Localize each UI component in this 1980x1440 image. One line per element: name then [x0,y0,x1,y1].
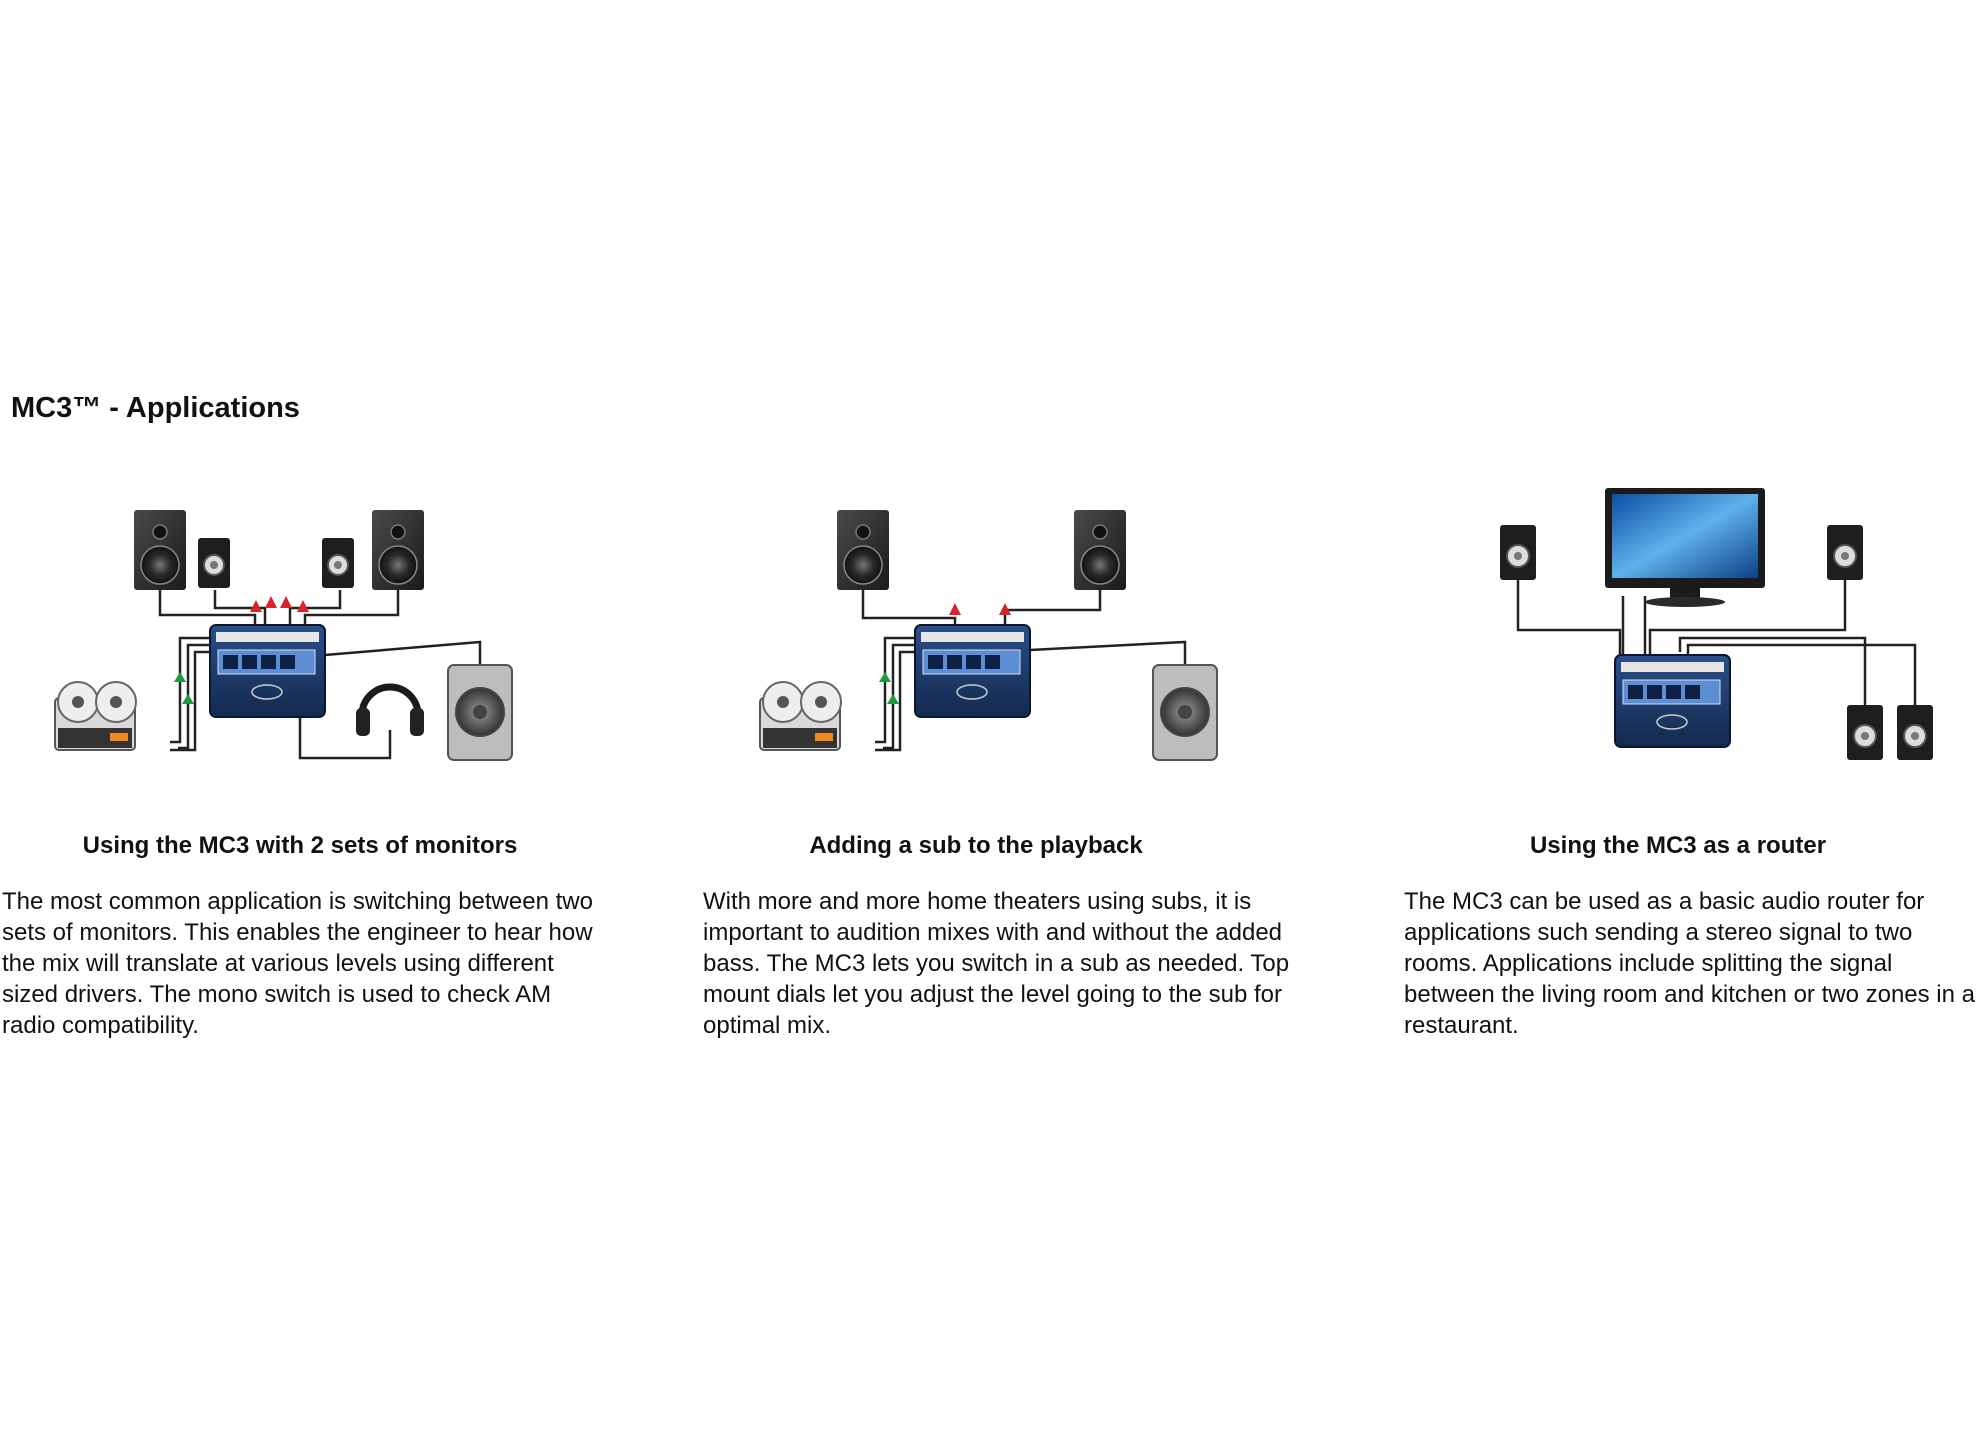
small-monitor-right-icon [322,538,354,588]
large-monitor-right-icon [372,510,424,590]
headphones-icon [356,683,424,736]
large-monitor-left-icon [134,510,186,590]
small-monitor-left-icon [198,538,230,588]
diagram-two-monitor-sets [50,480,610,780]
tape-machine-icon [759,681,842,751]
diagram-router [1450,480,1980,780]
large-monitor-left-icon [837,510,889,590]
mc3-device-icon [1614,654,1731,748]
app-description-1: The most common application is switching… [2,888,593,1039]
app-heading-3: Using the MC3 as a router [1529,832,1827,859]
app-description-3: The MC3 can be used as a basic audio rou… [1404,888,1975,1039]
diagram-add-sub [755,480,1315,780]
subwoofer-icon [1152,664,1218,761]
mc3-device-icon [914,624,1031,718]
zone-speaker-b-icon [1897,705,1933,760]
monitor-left-icon [1500,525,1536,580]
tape-machine-icon [54,681,137,751]
app-heading-2: Adding a sub to the playback [809,832,1143,859]
app-description-2: With more and more home theaters using s… [703,888,1290,1039]
subwoofer-icon [447,664,513,761]
app-heading-1: Using the MC3 with 2 sets of monitors [82,832,518,859]
page-title: MC3™ - Applications [11,392,300,424]
monitor-right-icon [1827,525,1863,580]
mc3-device-icon [209,624,326,718]
large-monitor-right-icon [1074,510,1126,590]
output-arrows [174,596,309,704]
zone-speaker-a-icon [1847,705,1883,760]
tv-display-icon [1605,488,1765,607]
